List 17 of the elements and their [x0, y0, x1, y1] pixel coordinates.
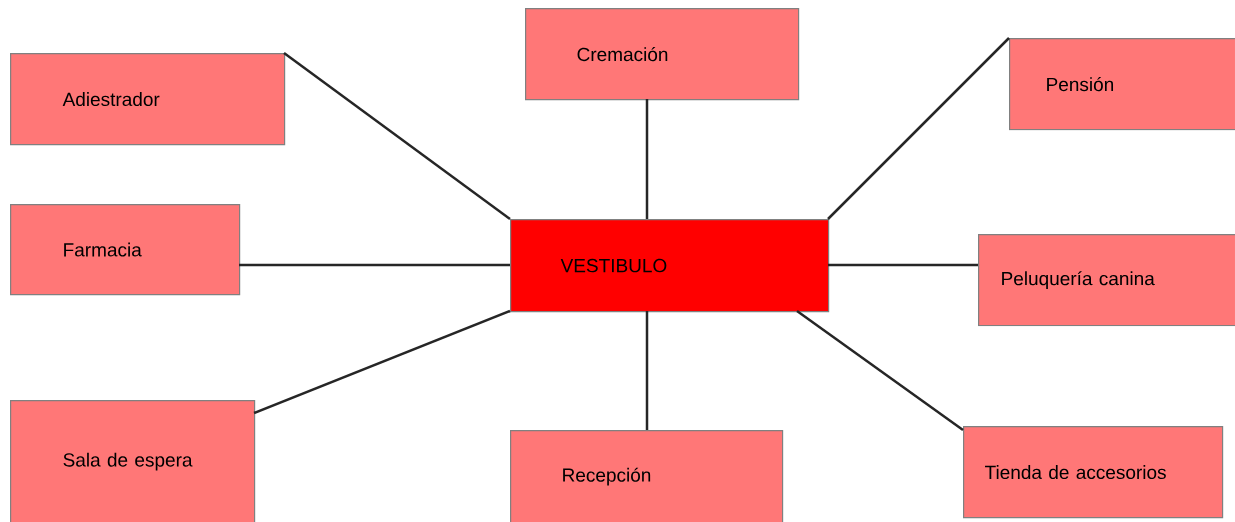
connector-line	[827, 37, 1010, 220]
connector-line	[645, 99, 649, 219]
topic-box: Sala de espera	[10, 400, 256, 522]
connector-line	[645, 311, 649, 430]
topic-box: Tienda de accesorios	[963, 426, 1224, 519]
topic-box: Pensión	[1009, 38, 1235, 131]
connector-line	[239, 263, 510, 267]
topic-box: Farmacia	[10, 204, 241, 296]
topic-box: Peluquería canina	[978, 234, 1235, 327]
connector-line	[253, 309, 511, 415]
topic-box: Adiestrador	[10, 53, 286, 146]
connector-line	[796, 310, 964, 431]
hub-box: VESTIBULO	[510, 219, 830, 313]
topic-box: Cremación	[525, 8, 800, 101]
connector-line	[828, 263, 978, 267]
connector-line	[283, 52, 511, 220]
topic-box: Recepción	[510, 430, 784, 522]
